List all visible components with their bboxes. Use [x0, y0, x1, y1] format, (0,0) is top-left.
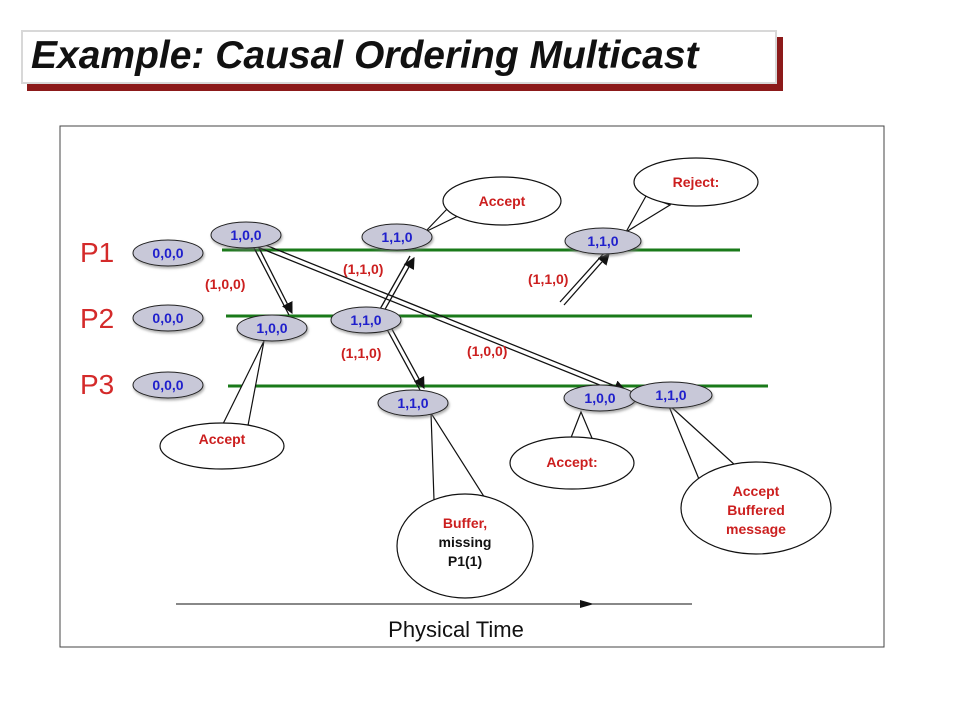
callout-buffer-line1: Buffer, — [443, 515, 487, 531]
svg-text:0,0,0: 0,0,0 — [152, 310, 183, 326]
callout-accept-p3-text: Accept: — [546, 454, 597, 470]
vector-node-p1-dup: 1,1,0 — [564, 227, 642, 255]
process-label-p3: P3 — [80, 369, 114, 400]
message-label: (1,0,0) — [467, 343, 507, 359]
callout-accept-p2-text: Accept — [199, 431, 246, 447]
title-box: Example: Causal Ordering Multicast — [21, 30, 777, 84]
process-label-p2: P2 — [80, 303, 114, 334]
message-duplicate-to-p1 — [559, 251, 610, 306]
vector-node-p2-send: 1,1,0 — [330, 306, 402, 334]
vector-node-p1-recv: 1,1,0 — [361, 223, 433, 251]
message-label: (1,1,0) — [343, 261, 383, 277]
vector-node-p3-recv: 1,0,0 — [563, 384, 637, 412]
callout-reject-text: Reject: — [673, 174, 720, 190]
svg-text:1,0,0: 1,0,0 — [230, 227, 261, 243]
message-label: (1,0,0) — [205, 276, 245, 292]
svg-text:0,0,0: 0,0,0 — [152, 245, 183, 261]
message-p1-to-p2 — [251, 241, 293, 316]
vector-node-p3-init: 0,0,0 — [132, 371, 204, 399]
vector-node-p3-deliver: 1,1,0 — [629, 381, 713, 409]
svg-text:1,1,0: 1,1,0 — [655, 387, 686, 403]
svg-text:1,1,0: 1,1,0 — [397, 395, 428, 411]
message-label: (1,1,0) — [341, 345, 381, 361]
svg-text:0,0,0: 0,0,0 — [152, 377, 183, 393]
vector-node-p1-init: 0,0,0 — [132, 239, 204, 267]
callout-accept-buffered-line1: Accept — [733, 483, 780, 499]
page-title: Example: Causal Ordering Multicast — [31, 34, 699, 77]
vector-node-p2-init: 0,0,0 — [132, 304, 204, 332]
callout-buffer-line2: missing — [439, 534, 492, 550]
callout-accept-buffered-line2: Buffered — [727, 502, 785, 518]
svg-text:1,1,0: 1,1,0 — [381, 229, 412, 245]
vector-node-p1-send: 1,0,0 — [210, 221, 282, 249]
svg-text:1,1,0: 1,1,0 — [350, 312, 381, 328]
process-label-p1: P1 — [80, 237, 114, 268]
svg-text:1,0,0: 1,0,0 — [584, 390, 615, 406]
time-axis-label: Physical Time — [388, 617, 524, 642]
callout-accept-top-text: Accept — [479, 193, 526, 209]
time-axis-arrow-icon — [580, 600, 594, 608]
svg-text:1,1,0: 1,1,0 — [587, 233, 618, 249]
callout-accept-buffered-line3: message — [726, 521, 786, 537]
svg-text:1,0,0: 1,0,0 — [256, 320, 287, 336]
message-label: (1,1,0) — [528, 271, 568, 287]
message-p2-to-p3 — [382, 319, 425, 391]
callout-buffer-line3: P1(1) — [448, 553, 482, 569]
vector-node-p3-buffer: 1,1,0 — [377, 389, 449, 417]
vector-node-p2-recv: 1,0,0 — [236, 314, 308, 342]
message-p1-to-p3 — [249, 239, 627, 395]
callout-pointer-masks — [162, 160, 829, 596]
